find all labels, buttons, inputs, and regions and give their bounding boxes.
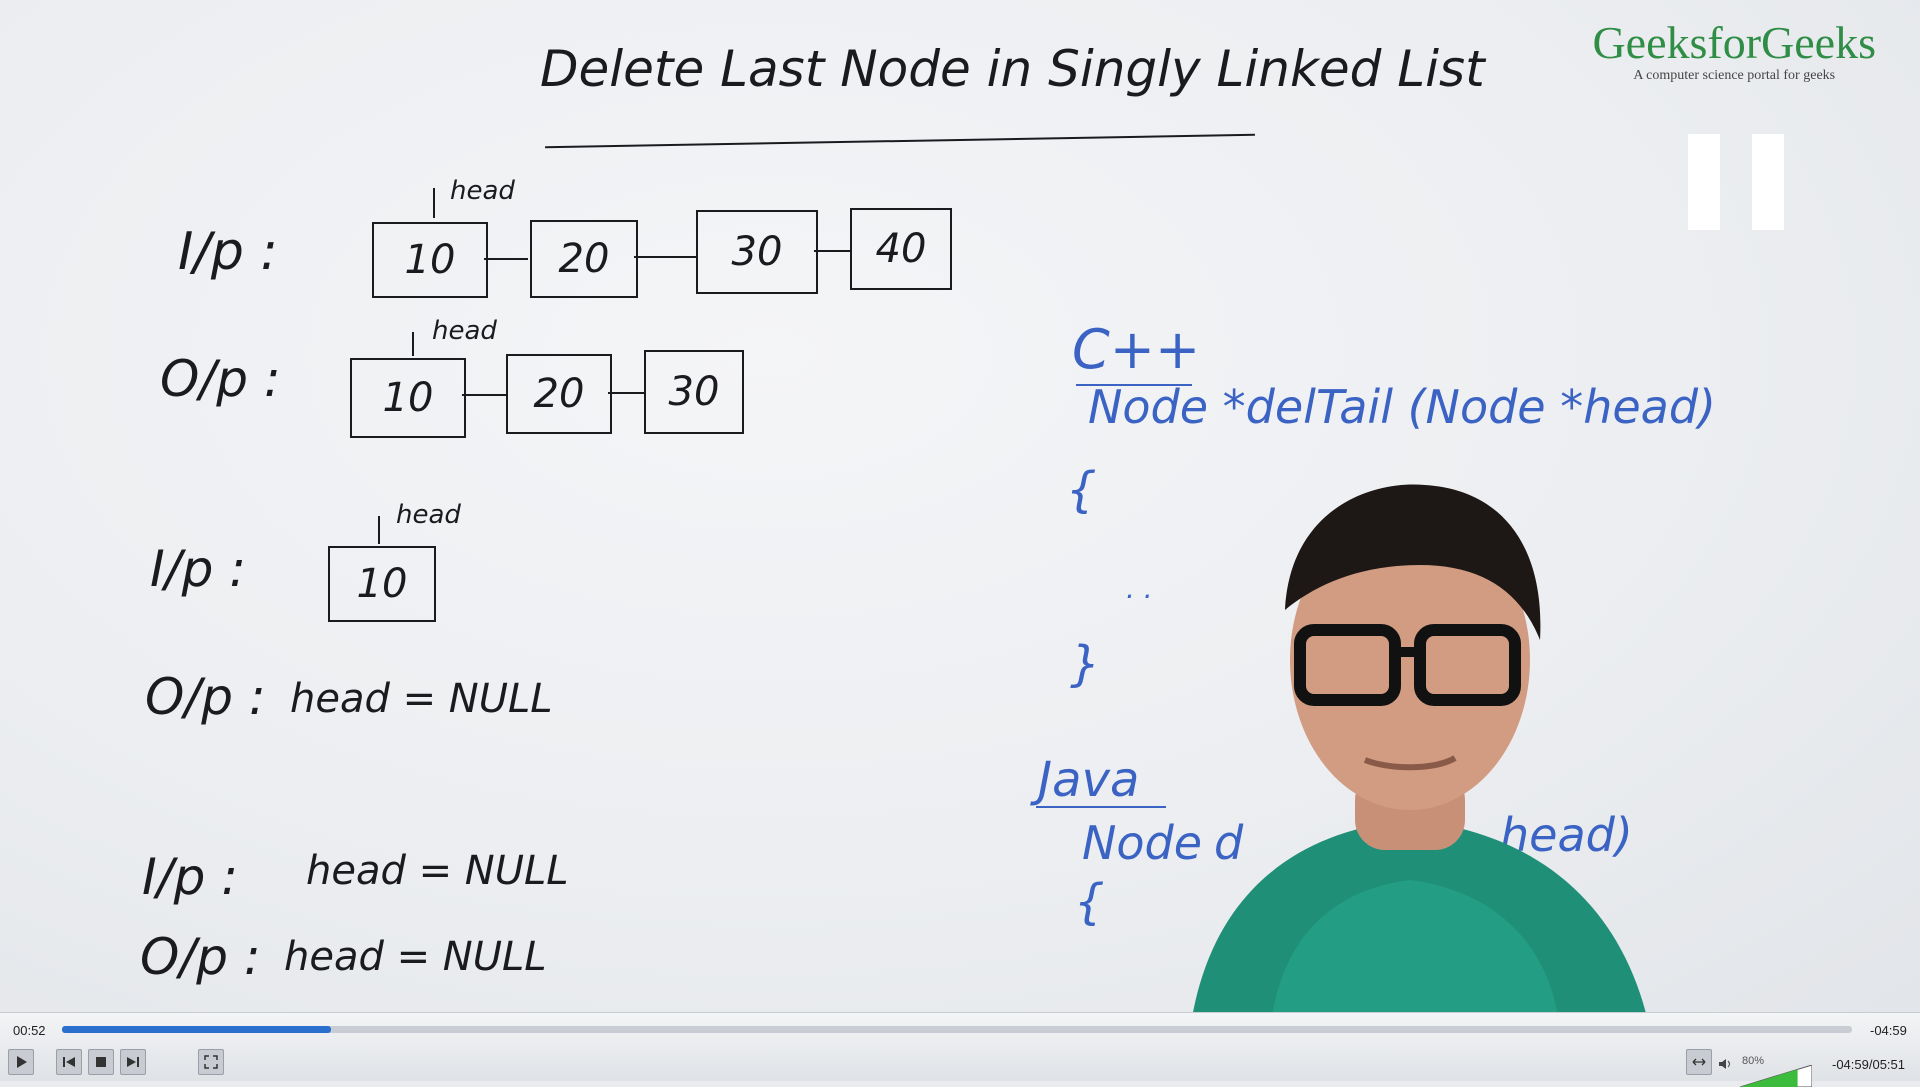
example-1-node-4: 40 bbox=[850, 208, 952, 290]
next-button[interactable] bbox=[120, 1049, 146, 1075]
example-6-text: head = NULL bbox=[284, 934, 547, 980]
volume-icon[interactable] bbox=[1718, 1057, 1732, 1071]
previous-icon bbox=[63, 1057, 75, 1067]
cpp-underline bbox=[1076, 384, 1192, 386]
example-4-text: head = NULL bbox=[290, 676, 553, 722]
example-1-head-label: head bbox=[450, 176, 515, 206]
example-1-head-arrow bbox=[433, 188, 435, 218]
cpp-close-brace: } bbox=[1070, 636, 1101, 692]
aspect-ratio-button[interactable] bbox=[1686, 1049, 1712, 1075]
stop-icon bbox=[96, 1057, 106, 1067]
play-icon bbox=[17, 1056, 27, 1068]
example-3-head-arrow bbox=[378, 516, 380, 544]
example-3-label: I/p : bbox=[150, 540, 247, 598]
example-3-head-label: head bbox=[396, 500, 461, 530]
example-2-label: O/p : bbox=[160, 350, 281, 408]
logo-tagline: A computer science portal for geeks bbox=[1633, 68, 1836, 83]
example-2-node-2: 20 bbox=[506, 354, 612, 434]
example-1-node-2: 20 bbox=[530, 220, 638, 298]
remaining-time: -04:59 bbox=[1870, 1023, 1907, 1038]
video-frame[interactable]: Delete Last Node in Singly Linked List I… bbox=[0, 0, 1920, 1012]
elapsed-time: 00:52 bbox=[13, 1023, 46, 1038]
volume-slider[interactable] bbox=[1740, 1065, 1812, 1087]
logo-name: GeeksforGeeks bbox=[1592, 17, 1876, 68]
cpp-signature: Node *delTail (Node *head) bbox=[1088, 380, 1717, 434]
example-2-link-1 bbox=[462, 394, 506, 396]
fullscreen-icon bbox=[204, 1055, 218, 1069]
duration-display: -04:59/05:51 bbox=[1832, 1057, 1906, 1072]
cpp-body-dots: . . bbox=[1126, 572, 1153, 605]
java-underline bbox=[1036, 806, 1166, 808]
player-controls: 00:52 -04:59 80% -04:59/05:51 bbox=[0, 1012, 1920, 1087]
seek-bar[interactable] bbox=[62, 1026, 1852, 1033]
aspect-icon bbox=[1692, 1058, 1706, 1066]
java-signature-start: Node bbox=[1082, 816, 1203, 870]
example-4-label: O/p : bbox=[145, 668, 266, 726]
previous-button[interactable] bbox=[56, 1049, 82, 1075]
example-1-node-1: 10 bbox=[372, 222, 488, 298]
pause-overlay-icon[interactable] bbox=[1688, 134, 1786, 230]
example-1-label: I/p : bbox=[178, 222, 278, 282]
next-icon bbox=[127, 1057, 139, 1067]
example-3-node-1: 10 bbox=[328, 546, 436, 622]
example-2-head-arrow bbox=[412, 332, 414, 356]
example-1-link-3 bbox=[814, 250, 850, 252]
example-6-label: O/p : bbox=[140, 928, 261, 986]
cpp-open-brace: { bbox=[1066, 462, 1097, 518]
example-1-link-2 bbox=[634, 256, 696, 258]
example-1-node-3: 30 bbox=[696, 210, 818, 294]
java-heading: Java bbox=[1038, 752, 1140, 808]
example-2-head-label: head bbox=[432, 316, 497, 346]
cpp-heading: C++ bbox=[1072, 318, 1201, 381]
example-5-label: I/p : bbox=[142, 848, 239, 906]
presenter-image bbox=[1193, 484, 1646, 1012]
seek-bar-fill bbox=[62, 1026, 331, 1033]
fullscreen-button[interactable] bbox=[198, 1049, 224, 1075]
volume-level-label: 80% bbox=[1742, 1055, 1765, 1067]
example-2-node-1: 10 bbox=[350, 358, 466, 438]
board-title: Delete Last Node in Singly Linked List bbox=[540, 40, 1485, 98]
example-1-link-1 bbox=[484, 258, 528, 260]
java-open-brace: { bbox=[1074, 874, 1105, 930]
geeksforgeeks-logo: GeeksforGeeks A computer science portal … bbox=[1592, 20, 1876, 84]
example-5-text: head = NULL bbox=[306, 848, 569, 894]
play-button[interactable] bbox=[8, 1049, 34, 1075]
stop-button[interactable] bbox=[88, 1049, 114, 1075]
example-2-link-2 bbox=[608, 392, 644, 394]
title-underline bbox=[545, 133, 1255, 149]
java-signature-mid: d bbox=[1214, 816, 1244, 870]
example-2-node-3: 30 bbox=[644, 350, 744, 434]
